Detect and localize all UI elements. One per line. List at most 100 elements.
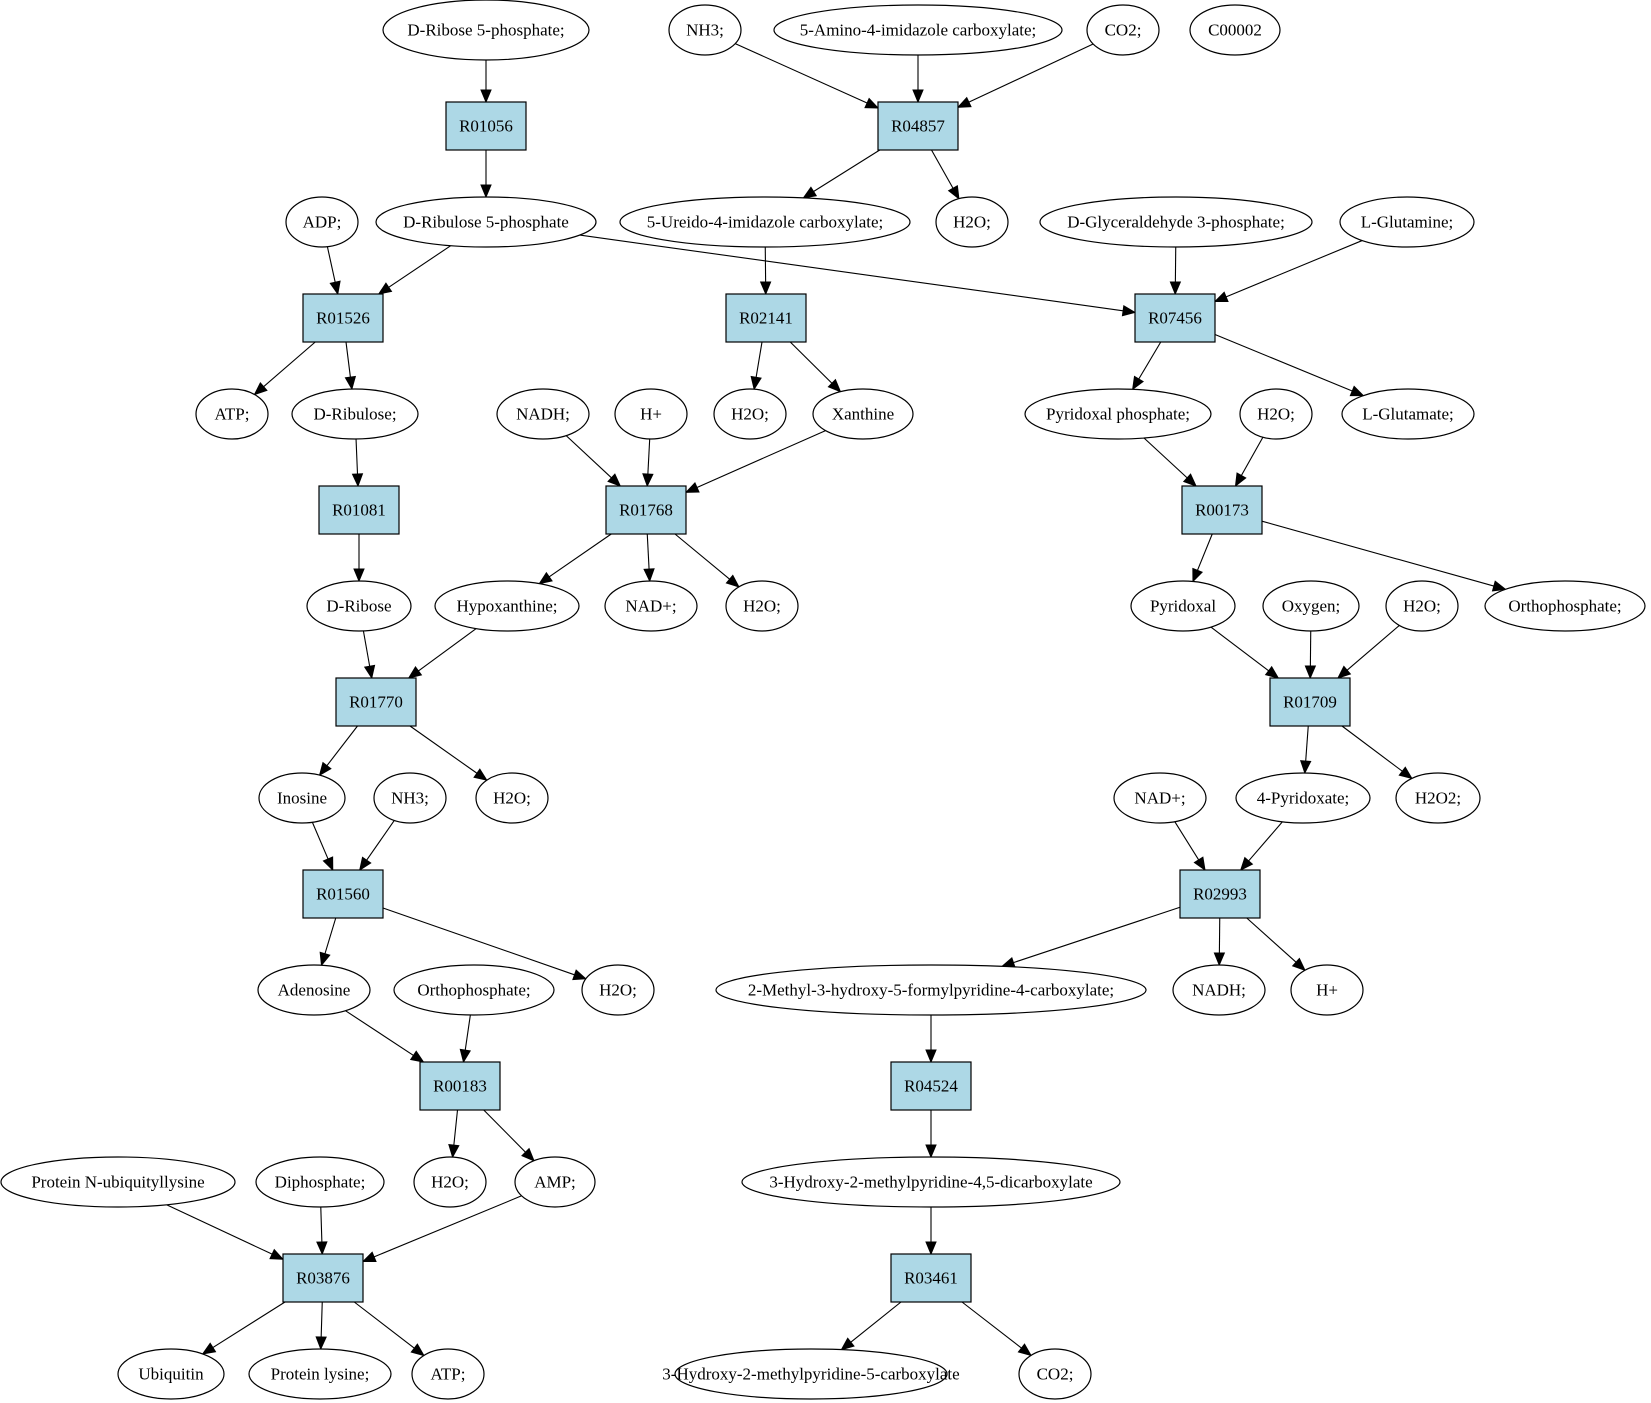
compound-node-hypoxanthine: Hypoxanthine; <box>434 580 580 632</box>
compound-node-h2o_f: H2O; <box>475 772 549 824</box>
reaction-box <box>335 677 417 727</box>
arrowhead <box>1234 472 1247 488</box>
reaction-box <box>1269 677 1351 727</box>
arrowhead <box>1291 957 1306 972</box>
edge-R00183-to-h2o_h <box>448 1109 460 1159</box>
arrowhead <box>363 664 376 680</box>
edge-nadplus_b-to-R02993 <box>1174 821 1206 872</box>
compound-ellipse <box>291 388 419 440</box>
edge-line <box>1346 625 1400 671</box>
edge-line <box>212 1301 286 1349</box>
edge-R03876-to-plys <box>315 1301 327 1351</box>
edge-h2o_e-to-R01709 <box>1337 625 1400 679</box>
arrowhead <box>322 856 334 872</box>
edge-line <box>647 438 651 475</box>
arrowhead <box>1192 567 1203 583</box>
compound-node-ribulose5p: D-Ribulose 5-phosphate <box>375 196 597 248</box>
compound-ellipse <box>1239 388 1313 440</box>
node-label: Protein lysine; <box>271 1365 370 1384</box>
node-label: H2O; <box>431 1173 469 1192</box>
edge-R02993-to-hplus_b <box>1246 917 1306 972</box>
compound-node-nh3_b: NH3; <box>373 772 447 824</box>
compound-ellipse <box>1484 580 1646 632</box>
node-label: 3-Hydroxy-2-methylpyridine-4,5-dicarboxy… <box>769 1173 1092 1192</box>
arrowhead <box>750 375 762 391</box>
edge-R02141-to-h2o_b <box>750 341 763 391</box>
arrowhead <box>1349 385 1365 397</box>
node-label: H+ <box>640 405 662 424</box>
arrowhead <box>1169 281 1182 296</box>
compound-node-g3p: D-Glyceraldehyde 3-phosphate; <box>1039 196 1313 248</box>
node-label: NH3; <box>391 789 429 808</box>
arrowhead <box>351 473 364 488</box>
reaction-node-R02993: R02993 <box>1179 869 1261 919</box>
compound-ellipse <box>514 1156 596 1208</box>
arrowhead <box>947 184 960 200</box>
compound-ellipse <box>258 772 346 824</box>
edge-gln-to-R07456 <box>1213 240 1363 302</box>
compound-node-aica: 5-Amino-4-imidazole carboxylate; <box>773 4 1063 56</box>
edge-line <box>1341 725 1403 772</box>
compound-ellipse <box>306 580 412 632</box>
compound-node-hplus_b: H+ <box>1290 964 1364 1016</box>
edge-line <box>453 1109 459 1146</box>
compound-node-ribose5p: D-Ribose 5-phosphate; <box>382 0 590 61</box>
node-label: 5-Ureido-4-imidazole carboxylate; <box>647 213 883 232</box>
reaction-node-R04857: R04857 <box>877 101 959 151</box>
edge-pi_b-to-R00183 <box>459 1014 471 1064</box>
compound-ellipse <box>1262 580 1360 632</box>
edge-line <box>579 234 1124 312</box>
compound-ellipse <box>255 1156 385 1208</box>
compound-node-hplus_a: H+ <box>614 388 688 440</box>
node-label: H2O; <box>493 789 531 808</box>
reaction-node-R03876: R03876 <box>282 1253 364 1303</box>
node-label: R04857 <box>891 117 945 136</box>
node-label: H2O; <box>1403 597 1441 616</box>
compound-ellipse <box>1086 4 1160 56</box>
compound-node-c00002: C00002 <box>1189 4 1281 56</box>
edge-ppi-to-R03876 <box>316 1206 328 1256</box>
compound-node-oxygen: Oxygen; <box>1262 580 1360 632</box>
edge-line <box>1240 437 1264 476</box>
node-label: L-Glutamine; <box>1361 213 1454 232</box>
compound-ellipse <box>1130 580 1236 632</box>
edge-line <box>263 341 316 388</box>
edge-adp-to-R01526 <box>326 246 341 296</box>
node-label: R03876 <box>296 1269 350 1288</box>
arrowhead <box>864 97 880 109</box>
edge-line <box>483 1109 526 1153</box>
edge-line <box>464 1014 471 1051</box>
arrowhead <box>538 571 553 585</box>
compound-ellipse <box>668 4 742 56</box>
arrowhead <box>344 375 357 391</box>
node-label: R01081 <box>332 501 386 520</box>
compound-ellipse <box>674 1348 948 1400</box>
compound-ellipse <box>619 196 911 248</box>
arrowhead <box>480 184 492 199</box>
compound-ellipse <box>604 580 698 632</box>
arrowhead <box>925 1144 937 1159</box>
edge-line <box>353 1301 415 1349</box>
compound-node-co2_b: CO2; <box>1018 1348 1092 1400</box>
node-label: R01768 <box>619 501 673 520</box>
node-label: 4-Pyridoxate; <box>1257 789 1350 808</box>
node-label: D-Ribulose 5-phosphate <box>403 213 569 232</box>
compound-node-adp: ADP; <box>285 196 359 248</box>
compound-ellipse <box>0 1156 236 1208</box>
arrowhead <box>318 761 332 777</box>
edge-line <box>813 149 881 192</box>
edge-pyridoxate-to-R02993 <box>1239 821 1283 871</box>
edge-line <box>1246 917 1297 963</box>
node-label: H2O; <box>953 213 991 232</box>
arrowhead <box>956 96 972 108</box>
compound-node-atp_a: ATP; <box>195 388 269 440</box>
reaction-box <box>445 101 527 151</box>
compound-node-h2o_e: H2O; <box>1385 580 1459 632</box>
edge-g3p-to-R07456 <box>1169 246 1182 296</box>
edge-mhfpc-to-R04524 <box>925 1015 937 1064</box>
edge-hplus_a-to-R01768 <box>642 438 654 488</box>
node-label: NADH; <box>516 405 570 424</box>
arrowhead <box>925 1049 937 1064</box>
compound-ellipse <box>1290 964 1364 1016</box>
arrowhead <box>480 89 492 104</box>
